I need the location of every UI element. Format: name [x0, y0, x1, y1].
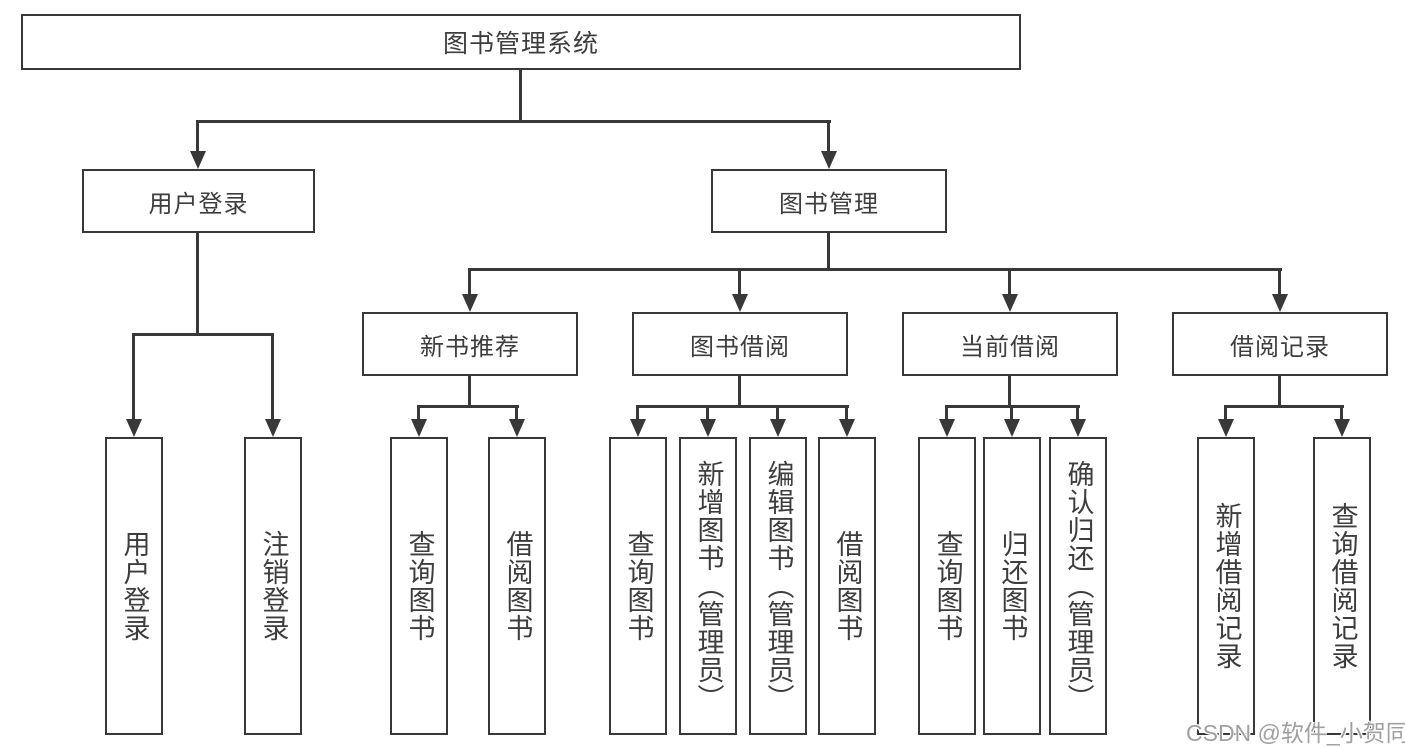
arrowhead-icon	[1218, 419, 1234, 437]
arrowhead-icon	[939, 419, 955, 437]
arrowhead-icon	[630, 419, 646, 437]
leaf-confirm-return-admin: 确认归还（管理员）	[1049, 437, 1107, 735]
connector-line	[827, 120, 830, 153]
leaf-borrow-books-2: 借阅图书	[818, 437, 876, 735]
node-user-login-label: 用户登录	[148, 190, 249, 218]
node-book-management-label: 图书管理	[779, 190, 879, 218]
connector-line	[706, 405, 709, 422]
arrowhead-icon	[190, 151, 206, 169]
node-user-login: 用户登录	[82, 169, 315, 233]
arrowhead-icon	[1334, 419, 1350, 437]
connector-line	[1008, 268, 1011, 296]
node-root: 图书管理系统	[21, 14, 1021, 70]
connector-line	[468, 268, 471, 296]
connector-line	[1224, 405, 1227, 422]
arrowhead-icon	[462, 294, 478, 312]
arrowhead-icon	[1070, 419, 1086, 437]
arrowhead-icon	[770, 419, 786, 437]
connector-line	[738, 376, 741, 408]
connector-line	[827, 233, 830, 271]
connector-line	[1010, 405, 1013, 422]
node-borrowing-records-label: 借阅记录	[1230, 333, 1330, 361]
leaf-query-borrow-record: 查询借阅记录	[1313, 437, 1371, 735]
connector-line	[1224, 405, 1344, 408]
connector-line	[945, 405, 948, 422]
leaf-borrow-books-1: 借阅图书	[488, 437, 546, 735]
arrowhead-icon	[1272, 294, 1288, 312]
leaf-query-books-2: 查询图书	[609, 437, 667, 735]
connector-line	[1008, 376, 1011, 408]
node-current-borrowing-label: 当前借阅	[960, 333, 1060, 361]
connector-line	[468, 268, 1282, 271]
arrowhead-icon	[1002, 294, 1018, 312]
connector-line	[845, 405, 848, 422]
node-borrowing-records: 借阅记录	[1172, 312, 1388, 376]
connector-line	[1278, 268, 1281, 296]
leaf-query-books-3: 查询图书	[918, 437, 976, 735]
connector-line	[197, 120, 831, 123]
connector-line	[776, 405, 779, 422]
connector-line	[417, 405, 420, 422]
leaf-edit-books-admin: 编辑图书（管理员）	[749, 437, 807, 735]
leaf-return-books: 归还图书	[983, 437, 1041, 735]
connector-line	[468, 376, 471, 408]
node-new-book-recommendation-label: 新书推荐	[420, 333, 520, 361]
connector-line	[1076, 405, 1079, 422]
arrowhead-icon	[411, 419, 427, 437]
leaf-logout: 注销登录	[244, 437, 302, 735]
connector-line	[1340, 405, 1343, 422]
arrowhead-icon	[821, 151, 837, 169]
leaf-query-books-1: 查询图书	[390, 437, 448, 735]
connector-line	[519, 70, 522, 123]
arrowhead-icon	[126, 419, 142, 437]
connector-line	[1278, 376, 1281, 408]
leaf-user-login: 用户登录	[105, 437, 163, 735]
connector-line	[196, 120, 199, 153]
connector-line	[515, 405, 518, 422]
connector-line	[132, 333, 135, 421]
node-book-borrowing: 图书借阅	[632, 312, 848, 376]
node-new-book-recommendation: 新书推荐	[362, 312, 578, 376]
leaf-add-books-admin: 新增图书（管理员）	[679, 437, 737, 735]
arrowhead-icon	[839, 419, 855, 437]
arrowhead-icon	[732, 294, 748, 312]
arrowhead-icon	[700, 419, 716, 437]
arrowhead-icon	[1004, 419, 1020, 437]
connector-line	[738, 268, 741, 296]
connector-line	[271, 333, 274, 421]
arrowhead-icon	[265, 419, 281, 437]
connector-line	[196, 233, 199, 336]
node-book-borrowing-label: 图书借阅	[690, 333, 790, 361]
csdn-watermark: CSDN @软件_小贺同学	[1186, 720, 1405, 746]
connector-line	[636, 405, 639, 422]
leaf-add-borrow-record: 新增借阅记录	[1197, 437, 1255, 735]
connector-line	[132, 333, 274, 336]
connector-line	[636, 405, 849, 408]
node-book-management: 图书管理	[711, 169, 947, 233]
node-current-borrowing: 当前借阅	[902, 312, 1118, 376]
node-root-label: 图书管理系统	[442, 30, 599, 58]
connector-line	[417, 405, 519, 408]
arrowhead-icon	[509, 419, 525, 437]
